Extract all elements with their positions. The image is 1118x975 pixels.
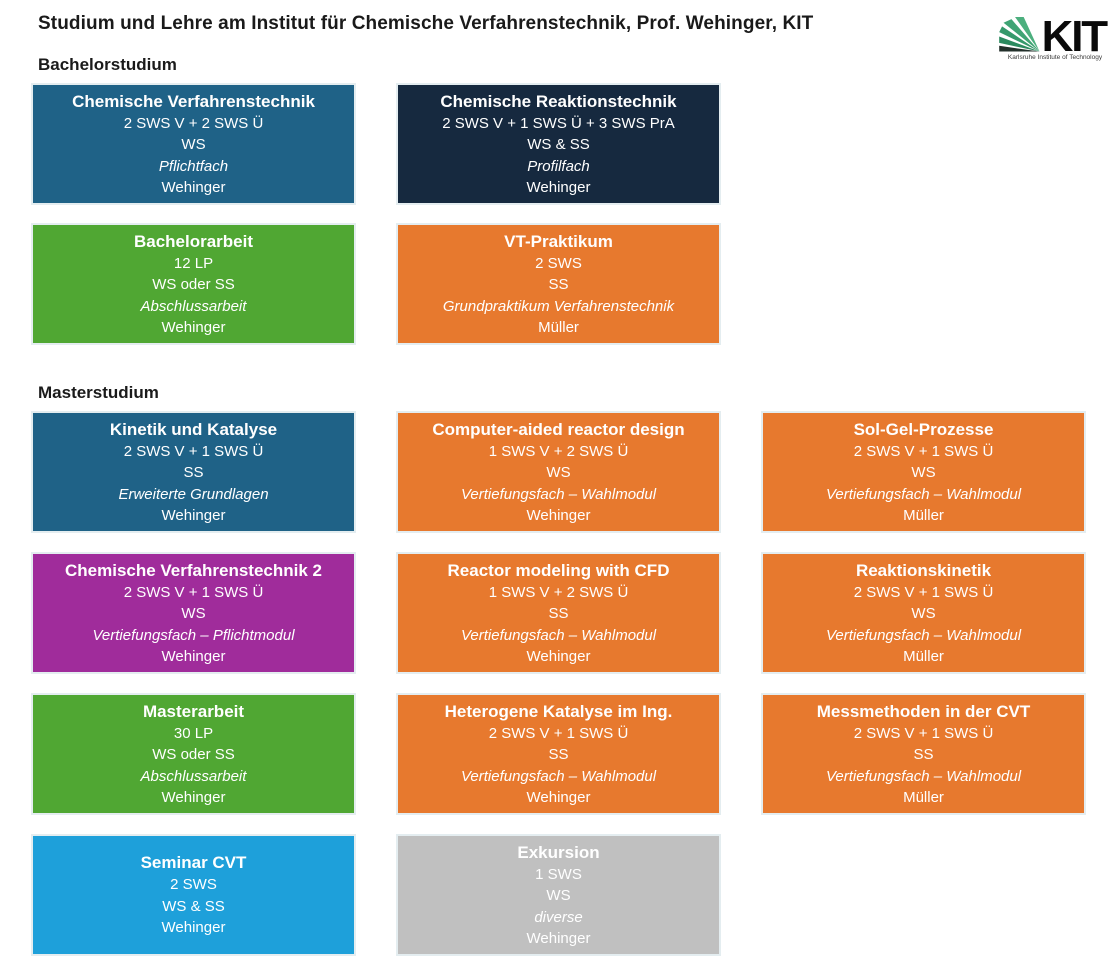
- course-title: Heterogene Katalyse im Ing.: [444, 701, 673, 721]
- course-type: Vertiefungsfach – Wahlmodul: [825, 485, 1022, 503]
- course-lecturer: Müller: [903, 648, 944, 665]
- course-card-masterarbeit: Masterarbeit 30 LP WS oder SS Abschlussa…: [31, 693, 356, 815]
- course-credits: 2 SWS V + 1 SWS Ü: [853, 583, 994, 601]
- course-title: Chemische Reaktionstechnik: [440, 91, 677, 111]
- course-credits: 12 LP: [173, 254, 214, 272]
- course-card-chemische-verfahrenstechnik-2: Chemische Verfahrenstechnik 2 2 SWS V + …: [31, 552, 356, 674]
- course-credits: 2 SWS V + 1 SWS Ü: [853, 442, 994, 460]
- course-lecturer: Wehinger: [161, 507, 226, 524]
- course-lecturer: Müller: [538, 319, 579, 336]
- kit-logo-icon: KIT: [999, 17, 1110, 53]
- course-title: Chemische Verfahrenstechnik 2: [64, 560, 322, 580]
- course-semester: WS: [911, 605, 936, 622]
- course-type: Vertiefungsfach – Wahlmodul: [460, 767, 657, 785]
- course-credits: 2 SWS: [170, 876, 217, 894]
- course-card-reactor-modeling-with-cfd: Reactor modeling with CFD 1 SWS V + 2 SW…: [396, 552, 721, 674]
- course-semester: SS: [183, 464, 204, 481]
- course-card-computer-aided-reactor-design: Computer-aided reactor design 1 SWS V + …: [396, 411, 721, 533]
- course-lecturer: Wehinger: [161, 179, 226, 196]
- course-credits: 2 SWS V + 2 SWS Ü: [123, 114, 264, 132]
- master-grid: Kinetik und Katalyse 2 SWS V + 1 SWS Ü S…: [31, 411, 1118, 956]
- course-lecturer: Wehinger: [526, 648, 591, 665]
- course-type: Abschlussarbeit: [140, 767, 247, 785]
- course-lecturer: Wehinger: [526, 179, 591, 196]
- kit-logo-subtitle: Karlsruhe Institute of Technology: [1007, 54, 1103, 61]
- course-title: Kinetik und Katalyse: [109, 419, 278, 439]
- course-credits: 2 SWS V + 1 SWS Ü: [123, 583, 264, 601]
- course-type: Pflichtfach: [158, 157, 229, 175]
- course-lecturer: Müller: [903, 789, 944, 806]
- course-title: Masterarbeit: [142, 701, 245, 721]
- course-card-sol-gel-prozesse: Sol-Gel-Prozesse 2 SWS V + 1 SWS Ü WS Ve…: [761, 411, 1086, 533]
- course-semester: SS: [913, 746, 934, 763]
- course-title: Reactor modeling with CFD: [447, 560, 670, 580]
- course-card-chemische-reaktionstechnik: Chemische Reaktionstechnik 2 SWS V + 1 S…: [396, 83, 721, 205]
- course-card-messmethoden-cvt: Messmethoden in der CVT 2 SWS V + 1 SWS …: [761, 693, 1086, 815]
- course-credits: 1 SWS V + 2 SWS Ü: [488, 583, 629, 601]
- course-type: Grundpraktikum Verfahrenstechnik: [442, 297, 675, 315]
- course-card-vt-praktikum: VT-Praktikum 2 SWS SS Grundpraktikum Ver…: [396, 223, 721, 345]
- course-title: Computer-aided reactor design: [432, 419, 685, 439]
- course-semester: WS: [181, 136, 206, 153]
- course-type: Vertiefungsfach – Pflichtmodul: [92, 626, 295, 644]
- course-credits: 2 SWS V + 1 SWS Ü: [853, 724, 994, 742]
- course-semester: WS: [181, 605, 206, 622]
- course-semester: WS & SS: [162, 897, 225, 915]
- course-lecturer: Wehinger: [161, 789, 226, 806]
- kit-logo: KIT Karlsruhe Institute of Technology: [998, 17, 1112, 61]
- course-lecturer: Müller: [903, 507, 944, 524]
- course-card-seminar-cvt: Seminar CVT 2 SWS WS & SS Wehinger: [31, 834, 356, 956]
- course-credits: 2 SWS: [535, 254, 582, 272]
- course-title: Exkursion: [517, 842, 600, 862]
- course-credits: 2 SWS V + 1 SWS Ü: [123, 442, 264, 460]
- course-credits: 30 LP: [173, 724, 214, 742]
- course-semester: SS: [548, 746, 569, 763]
- course-card-reaktionskinetik: Reaktionskinetik 2 SWS V + 1 SWS Ü WS Ve…: [761, 552, 1086, 674]
- course-lecturer: Wehinger: [161, 319, 226, 336]
- course-lecturer: Wehinger: [526, 507, 591, 524]
- course-title: Chemische Verfahrenstechnik: [72, 91, 315, 111]
- course-semester: WS oder SS: [152, 276, 235, 293]
- kit-logo-text: KIT: [1042, 17, 1109, 53]
- course-title: Sol-Gel-Prozesse: [853, 419, 994, 439]
- course-type: Erweiterte Grundlagen: [118, 485, 269, 503]
- course-title: VT-Praktikum: [504, 231, 613, 251]
- course-lecturer: Wehinger: [526, 789, 591, 806]
- course-card-heterogene-katalyse: Heterogene Katalyse im Ing. 2 SWS V + 1 …: [396, 693, 721, 815]
- course-type: Abschlussarbeit: [140, 297, 247, 315]
- course-type: Vertiefungsfach – Wahlmodul: [825, 626, 1022, 644]
- course-card-exkursion: Exkursion 1 SWS WS diverse Wehinger: [396, 834, 721, 956]
- course-semester: WS: [546, 464, 571, 481]
- course-title: Reaktionskinetik: [855, 560, 992, 580]
- course-credits: 1 SWS: [535, 865, 582, 883]
- course-lecturer: Wehinger: [526, 930, 591, 947]
- course-semester: WS & SS: [527, 136, 590, 153]
- course-semester: WS: [911, 464, 936, 481]
- course-card-bachelorarbeit: Bachelorarbeit 12 LP WS oder SS Abschlus…: [31, 223, 356, 345]
- page-title: Studium und Lehre am Institut für Chemis…: [38, 13, 814, 34]
- course-credits: 2 SWS V + 1 SWS Ü + 3 SWS PrA: [442, 114, 675, 132]
- course-lecturer: Wehinger: [161, 919, 226, 937]
- course-type: Profilfach: [527, 157, 590, 175]
- course-semester: SS: [548, 605, 569, 622]
- course-lecturer: Wehinger: [161, 648, 226, 665]
- course-credits: 2 SWS V + 1 SWS Ü: [488, 724, 629, 742]
- course-type: Vertiefungsfach – Wahlmodul: [460, 485, 657, 503]
- course-card-kinetik-und-katalyse: Kinetik und Katalyse 2 SWS V + 1 SWS Ü S…: [31, 411, 356, 533]
- course-semester: WS oder SS: [152, 746, 235, 763]
- bachelor-grid: Chemische Verfahrenstechnik 2 SWS V + 2 …: [31, 83, 1118, 345]
- course-title: Seminar CVT: [140, 853, 247, 873]
- course-semester: WS: [546, 887, 571, 904]
- course-card-chemische-verfahrenstechnik: Chemische Verfahrenstechnik 2 SWS V + 2 …: [31, 83, 356, 205]
- course-title: Bachelorarbeit: [133, 231, 254, 251]
- master-section-heading: Masterstudium: [38, 383, 159, 402]
- course-semester: SS: [548, 276, 569, 293]
- bachelor-section-heading: Bachelorstudium: [38, 55, 177, 74]
- course-type: Vertiefungsfach – Wahlmodul: [825, 767, 1022, 785]
- course-title: Messmethoden in der CVT: [816, 701, 1031, 721]
- course-credits: 1 SWS V + 2 SWS Ü: [488, 442, 629, 460]
- course-type: diverse: [534, 908, 583, 926]
- course-type: Vertiefungsfach – Wahlmodul: [460, 626, 657, 644]
